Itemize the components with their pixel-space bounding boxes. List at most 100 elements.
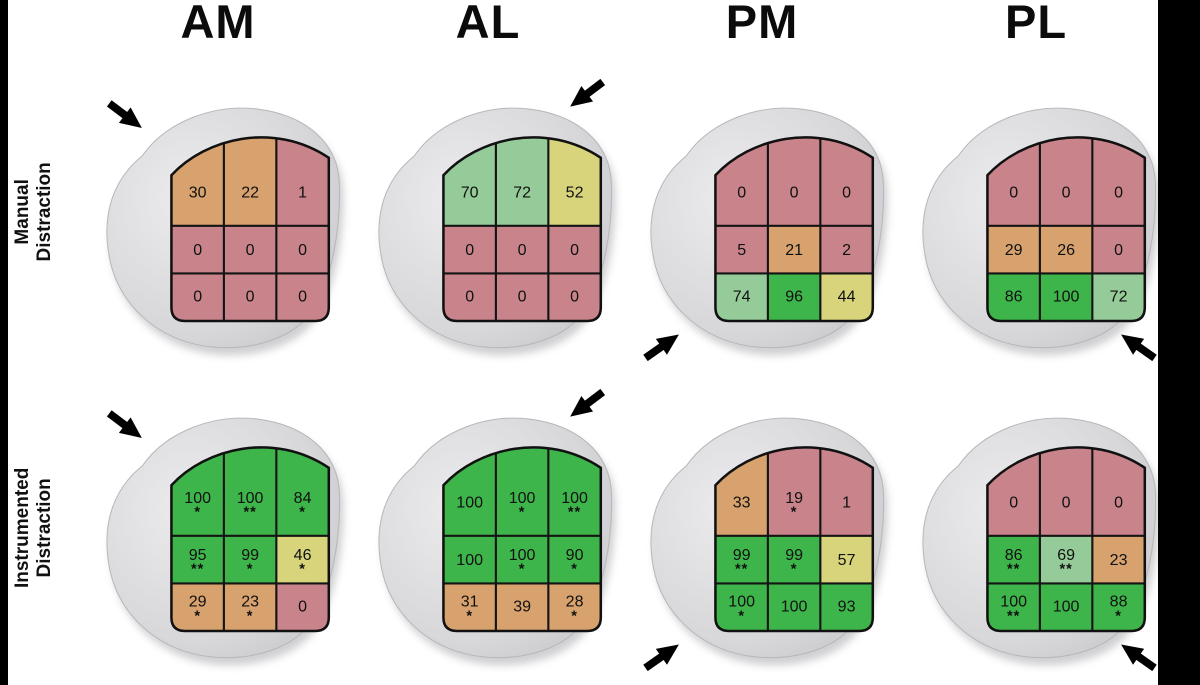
cell-value: 100 xyxy=(509,546,536,564)
cell-value: 100 xyxy=(456,551,483,569)
heatmap-grid xyxy=(443,447,601,631)
cell-value: 0 xyxy=(1062,494,1071,512)
cell-significance-mark: * xyxy=(519,504,526,520)
cell-value: 99 xyxy=(241,546,259,564)
heatmap-grid xyxy=(715,137,873,321)
cell-value: 1 xyxy=(298,184,307,202)
cell-value: 0 xyxy=(246,241,255,259)
arrow-icon xyxy=(643,644,679,672)
cell-value: 57 xyxy=(838,551,856,569)
cell-value: 88 xyxy=(1110,593,1128,611)
cell-value: 0 xyxy=(246,288,255,306)
cell-value: 5 xyxy=(737,241,746,259)
cell-value: 0 xyxy=(1114,241,1123,259)
cell-significance-mark: * xyxy=(791,562,798,578)
grid-outline xyxy=(714,446,875,633)
arrow-icon xyxy=(106,100,142,128)
grid-outline xyxy=(986,136,1147,323)
cell-value: 100 xyxy=(184,489,211,507)
cell-value: 70 xyxy=(461,184,479,202)
cell-significance-mark: ** xyxy=(735,562,748,578)
heatmap-grid xyxy=(171,447,329,631)
cell-value: 100 xyxy=(456,494,483,512)
arrow-icon xyxy=(1121,644,1157,672)
grid-outline xyxy=(442,136,603,323)
row-label-manual-distraction: Manual Distraction xyxy=(12,92,56,332)
cell-value: 23 xyxy=(241,593,259,611)
cell-value: 0 xyxy=(465,241,474,259)
column-header-am: AM xyxy=(180,0,256,48)
cell-significance-mark: * xyxy=(738,608,745,624)
cell-value: 0 xyxy=(1009,184,1018,202)
cell-value: 22 xyxy=(241,184,259,202)
cell-value: 29 xyxy=(1005,241,1023,259)
cell-significance-mark: * xyxy=(247,562,254,578)
cell-value: 1 xyxy=(842,494,851,512)
cell-significance-mark: * xyxy=(194,504,201,520)
cell-significance-mark: * xyxy=(466,608,473,624)
cell-value: 100 xyxy=(1000,593,1027,611)
cell-value: 99 xyxy=(733,546,751,564)
cell-significance-mark: * xyxy=(247,608,254,624)
cell-value: 84 xyxy=(294,489,312,507)
right-letterbox-bar xyxy=(1158,0,1200,685)
heatmap-grid xyxy=(987,447,1145,631)
cell-value: 100 xyxy=(509,489,536,507)
arrow-icon xyxy=(643,334,679,362)
cell-value: 95 xyxy=(189,546,207,564)
column-header-pm: PM xyxy=(725,0,799,48)
cell-value: 44 xyxy=(838,288,856,306)
cell-value: 99 xyxy=(785,546,803,564)
cell-value: 0 xyxy=(737,184,746,202)
compartment-heatmap-svg: 100*100**84*95**99*46*29*23*0 xyxy=(106,410,344,666)
cell-value: 90 xyxy=(566,546,584,564)
cell-value: 100 xyxy=(561,489,588,507)
cell-value: 26 xyxy=(1057,241,1075,259)
grid-outline xyxy=(714,136,875,323)
cell-value: 86 xyxy=(1005,288,1023,306)
cell-value: 74 xyxy=(733,288,751,306)
left-letterbox-bar xyxy=(0,0,8,685)
column-header-pl: PL xyxy=(1004,0,1068,48)
cell-value: 30 xyxy=(189,184,207,202)
cell-significance-mark: * xyxy=(299,562,306,578)
cell-significance-mark: ** xyxy=(243,504,256,520)
cell-significance-mark: ** xyxy=(1007,608,1020,624)
arrow-icon xyxy=(570,78,606,107)
cell-significance-mark: * xyxy=(571,608,578,624)
cell-value: 2 xyxy=(842,241,851,259)
cell-value: 39 xyxy=(513,598,531,616)
cell-value: 100 xyxy=(1053,288,1080,306)
cell-value: 21 xyxy=(785,241,803,259)
cell-value: 0 xyxy=(1114,494,1123,512)
row-label-line: Distraction xyxy=(34,478,55,578)
cell-significance-mark: * xyxy=(299,504,306,520)
cell-value: 46 xyxy=(294,546,312,564)
cell-value: 0 xyxy=(518,241,527,259)
cell-value: 33 xyxy=(733,494,751,512)
cell-value: 0 xyxy=(570,241,579,259)
row-label-line: Manual xyxy=(12,179,34,245)
arrow-icon xyxy=(106,410,142,438)
cell-value: 0 xyxy=(298,598,307,616)
cell-value: 0 xyxy=(298,288,307,306)
cell-value: 23 xyxy=(1110,551,1128,569)
cell-significance-mark: ** xyxy=(1007,562,1020,578)
cell-value: 100 xyxy=(781,598,808,616)
cell-value: 28 xyxy=(566,593,584,611)
cell-value: 72 xyxy=(513,184,531,202)
cell-significance-mark: * xyxy=(194,608,201,624)
